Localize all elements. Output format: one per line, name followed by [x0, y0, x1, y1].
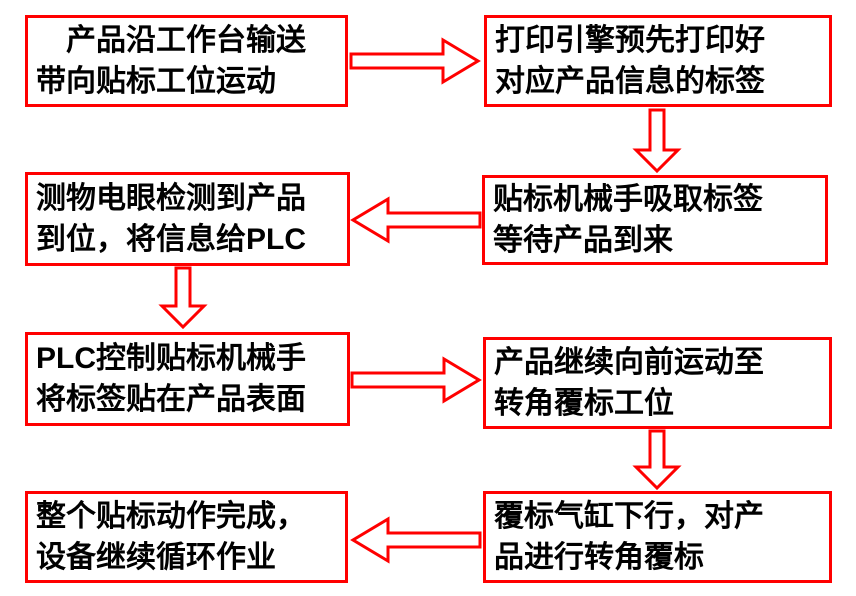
flow-step-5-line-2: 将标签贴在产品表面 — [36, 383, 306, 416]
flow-arrow-6-to-7-down-icon — [632, 429, 682, 491]
flow-step-4: 测物电眼检测到产品 到位，将信息给PLC — [25, 172, 350, 266]
flow-step-6-line-1: 产品继续向前运动至 — [494, 346, 764, 379]
flow-arrow-3-to-4-left-icon — [350, 196, 482, 244]
flow-step-5: PLC控制贴标机械手 将标签贴在产品表面 — [25, 332, 350, 426]
flow-step-5-line-1: PLC控制贴标机械手 — [36, 342, 306, 375]
flow-step-1-line-2: 带向贴标工位运动 — [36, 65, 276, 98]
flow-step-4-line-2: 到位，将信息给PLC — [36, 223, 306, 256]
flow-arrow-2-to-3-down-icon — [632, 108, 682, 174]
flow-arrow-1-to-2-right-icon — [349, 37, 481, 85]
flow-step-3: 贴标机械手吸取标签 等待产品到来 — [482, 175, 828, 265]
flow-step-6: 产品继续向前运动至 转角覆标工位 — [483, 337, 832, 429]
flow-arrow-7-to-8-left-icon — [350, 516, 482, 564]
flow-step-2-line-1: 打印引擎预先打印好 — [495, 24, 765, 57]
flow-step-3-line-1: 贴标机械手吸取标签 — [493, 183, 763, 216]
flow-step-6-line-2: 转角覆标工位 — [494, 387, 674, 420]
flow-step-3-line-2: 等待产品到来 — [493, 224, 673, 257]
flow-step-7: 覆标气缸下行，对产 品进行转角覆标 — [483, 491, 832, 583]
flow-step-1: 产品沿工作台输送 带向贴标工位运动 — [25, 15, 348, 107]
flow-step-2-line-2: 对应产品信息的标签 — [495, 65, 765, 98]
flow-arrow-5-to-6-right-icon — [350, 356, 482, 404]
flow-step-1-line-1: 产品沿工作台输送 — [36, 24, 306, 57]
flow-arrow-4-to-5-down-icon — [158, 266, 208, 330]
flow-step-4-line-1: 测物电眼检测到产品 — [36, 182, 306, 215]
flow-step-7-line-2: 品进行转角覆标 — [494, 541, 704, 574]
flow-step-8: 整个贴标动作完成， 设备继续循环作业 — [25, 491, 348, 583]
flow-step-8-line-1: 整个贴标动作完成， — [36, 500, 306, 533]
flow-step-8-line-2: 设备继续循环作业 — [36, 541, 276, 574]
flow-step-2: 打印引擎预先打印好 对应产品信息的标签 — [484, 15, 832, 107]
flow-step-7-line-1: 覆标气缸下行，对产 — [494, 500, 764, 533]
